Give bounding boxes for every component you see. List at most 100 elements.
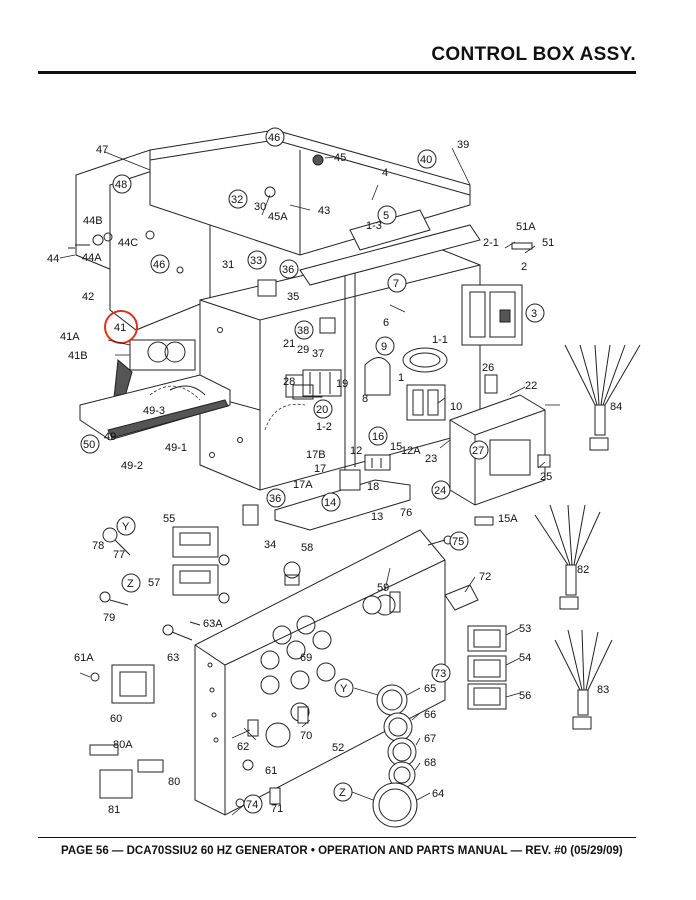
label-72: 72	[479, 571, 491, 583]
label-75: 75	[452, 536, 464, 548]
leader-lines	[59, 147, 560, 816]
label-70: 70	[300, 730, 312, 742]
label-21: 21	[283, 338, 295, 350]
label-79: 79	[103, 612, 115, 624]
harness-84	[564, 344, 641, 451]
label-48: 48	[115, 179, 127, 191]
label-34: 34	[264, 539, 276, 551]
label-13: 13	[371, 511, 383, 523]
label-3: 3	[531, 308, 537, 320]
label-12a: 12A	[401, 445, 421, 457]
label-37: 37	[312, 348, 324, 360]
label-25: 25	[540, 471, 552, 483]
label-67: 67	[424, 733, 436, 745]
label-32: 32	[231, 194, 243, 206]
label-49-3: 49-3	[143, 405, 165, 417]
label-62: 62	[237, 741, 249, 753]
label-41a: 41A	[60, 331, 80, 343]
label-51a: 51A	[516, 221, 536, 233]
label-55: 55	[163, 513, 175, 525]
label-82: 82	[577, 564, 589, 576]
label-17a: 17A	[293, 479, 313, 491]
label-28: 28	[283, 376, 295, 388]
ct-coil	[402, 347, 448, 373]
label-40: 40	[420, 154, 432, 166]
label-9: 9	[381, 341, 387, 353]
terminal-tray	[274, 479, 411, 531]
label-43: 43	[318, 205, 330, 217]
voltage-selector-switch	[129, 339, 196, 371]
label-1-3: 1-3	[366, 220, 382, 232]
label-61: 61	[265, 765, 277, 777]
label-42: 42	[82, 291, 94, 303]
label-76: 76	[400, 507, 412, 519]
label-60: 60	[110, 713, 122, 725]
label-61a: 61A	[74, 652, 94, 664]
label-44a: 44A	[82, 252, 102, 264]
label-71: 71	[271, 803, 283, 815]
label-54: 54	[519, 652, 531, 664]
label-17: 17	[314, 463, 326, 475]
label-26: 26	[482, 362, 494, 374]
label-2: 2	[521, 261, 527, 273]
label-49-1: 49-1	[165, 442, 187, 454]
label-53: 53	[519, 623, 531, 635]
label-1-1: 1-1	[432, 334, 448, 346]
label-66: 66	[424, 709, 436, 721]
label-4: 4	[382, 167, 388, 179]
label-44c: 44C	[118, 237, 138, 249]
label-1-2: 1-2	[316, 421, 332, 433]
label-35: 35	[287, 291, 299, 303]
label-41: 41	[114, 322, 126, 334]
callout-circles	[80, 127, 545, 814]
label-46-mid: 46	[153, 259, 165, 271]
label-36-bottom: 36	[269, 493, 281, 505]
label-78: 78	[92, 540, 104, 552]
label-24: 24	[434, 485, 446, 497]
label-8: 8	[362, 393, 368, 405]
label-30: 30	[254, 201, 266, 213]
label-81: 81	[108, 804, 120, 816]
label-57: 57	[148, 577, 160, 589]
header-rule	[38, 71, 636, 74]
label-z2: Z	[339, 787, 346, 799]
page-footer: PAGE 56 — DCA70SSIU2 60 HZ GENERATOR • O…	[61, 845, 623, 857]
label-59: 59	[377, 582, 389, 594]
label-z1: Z	[127, 578, 134, 590]
footer-rule	[38, 837, 636, 838]
label-51: 51	[542, 237, 554, 249]
label-63: 63	[167, 652, 179, 664]
label-14: 14	[324, 497, 336, 509]
label-49-2: 49-2	[121, 460, 143, 472]
label-74: 74	[246, 799, 258, 811]
label-22: 22	[525, 380, 537, 392]
circuit-breaker	[461, 284, 523, 346]
label-63a: 63A	[203, 618, 223, 630]
label-7: 7	[393, 278, 399, 290]
label-50: 50	[83, 439, 95, 451]
label-19: 19	[336, 378, 348, 390]
label-64: 64	[432, 788, 444, 800]
label-23: 23	[425, 453, 437, 465]
label-84: 84	[610, 401, 622, 413]
label-69: 69	[300, 652, 312, 664]
label-47: 47	[96, 144, 108, 156]
label-y1: Y	[122, 521, 130, 533]
label-44b: 44B	[83, 215, 103, 227]
label-39: 39	[457, 139, 469, 151]
label-10: 10	[450, 401, 462, 413]
label-58: 58	[301, 542, 313, 554]
label-2-1: 2-1	[483, 237, 499, 249]
label-77: 77	[113, 549, 125, 561]
label-80a: 80A	[113, 739, 133, 751]
label-44: 44	[47, 253, 59, 265]
label-y2: Y	[340, 683, 348, 695]
label-38: 38	[297, 325, 309, 337]
label-33: 33	[250, 255, 262, 267]
label-12: 12	[350, 445, 362, 457]
label-6: 6	[383, 317, 389, 329]
label-20: 20	[316, 404, 328, 416]
label-46-top: 46	[268, 132, 280, 144]
label-83: 83	[597, 684, 609, 696]
